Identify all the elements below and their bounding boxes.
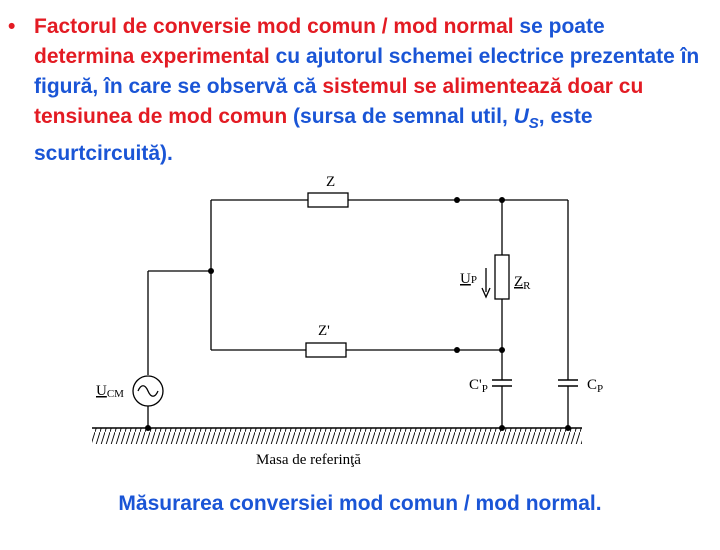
bullet-marker: •	[8, 15, 16, 38]
node-bottom-1	[454, 347, 460, 353]
bullet-text: Factorul de conversie mod comun / mod no…	[34, 12, 708, 169]
us-subscript: S	[528, 115, 539, 132]
text-part-6: (sursa de semnal util,	[287, 105, 514, 128]
label-z: Z	[326, 174, 335, 190]
ground-node-cp-prime	[499, 425, 505, 431]
figure-caption: Măsurarea conversiei mod comun / mod nor…	[118, 492, 602, 515]
resistor-z	[307, 192, 349, 208]
label-cp: CP	[587, 377, 603, 395]
label-cp-prime: C'P	[469, 377, 488, 395]
text-part-3: determina experimental	[34, 45, 270, 68]
ground-node-cp	[565, 425, 571, 431]
label-ucm: UCM	[96, 383, 124, 400]
circuit-diagram: Z Z' UP ZR UCM C'P CP Masa de referinţă	[92, 174, 603, 468]
resistor-zr	[494, 254, 510, 300]
up-arrow-head	[481, 287, 491, 299]
node-left	[208, 268, 214, 274]
label-ground: Masa de referinţă	[256, 452, 361, 468]
node-top-1	[454, 197, 460, 203]
text-part-1: Factorul de conversie mod comun / mod no…	[34, 15, 514, 38]
label-zr: ZR	[514, 274, 531, 292]
label-up: UP	[460, 271, 477, 287]
us-symbol: US	[513, 105, 539, 132]
text-part-2: se poate	[513, 15, 605, 38]
ground-node-source	[145, 425, 151, 431]
us-main: U	[513, 105, 529, 128]
ac-source-wave	[137, 385, 159, 397]
bullet-paragraph: • Factorul de conversie mod comun / mod …	[8, 12, 708, 169]
text-part-5: sistemul se alimentează doar cu tensiune…	[34, 75, 644, 128]
ground-hatch	[92, 428, 582, 444]
text-part-7: , este scurtcircuită).	[34, 105, 593, 165]
resistor-z-prime	[305, 342, 347, 358]
label-z-prime: Z'	[318, 323, 330, 339]
text-part-4: cu ajutorul schemei electrice prezentate…	[34, 45, 700, 98]
